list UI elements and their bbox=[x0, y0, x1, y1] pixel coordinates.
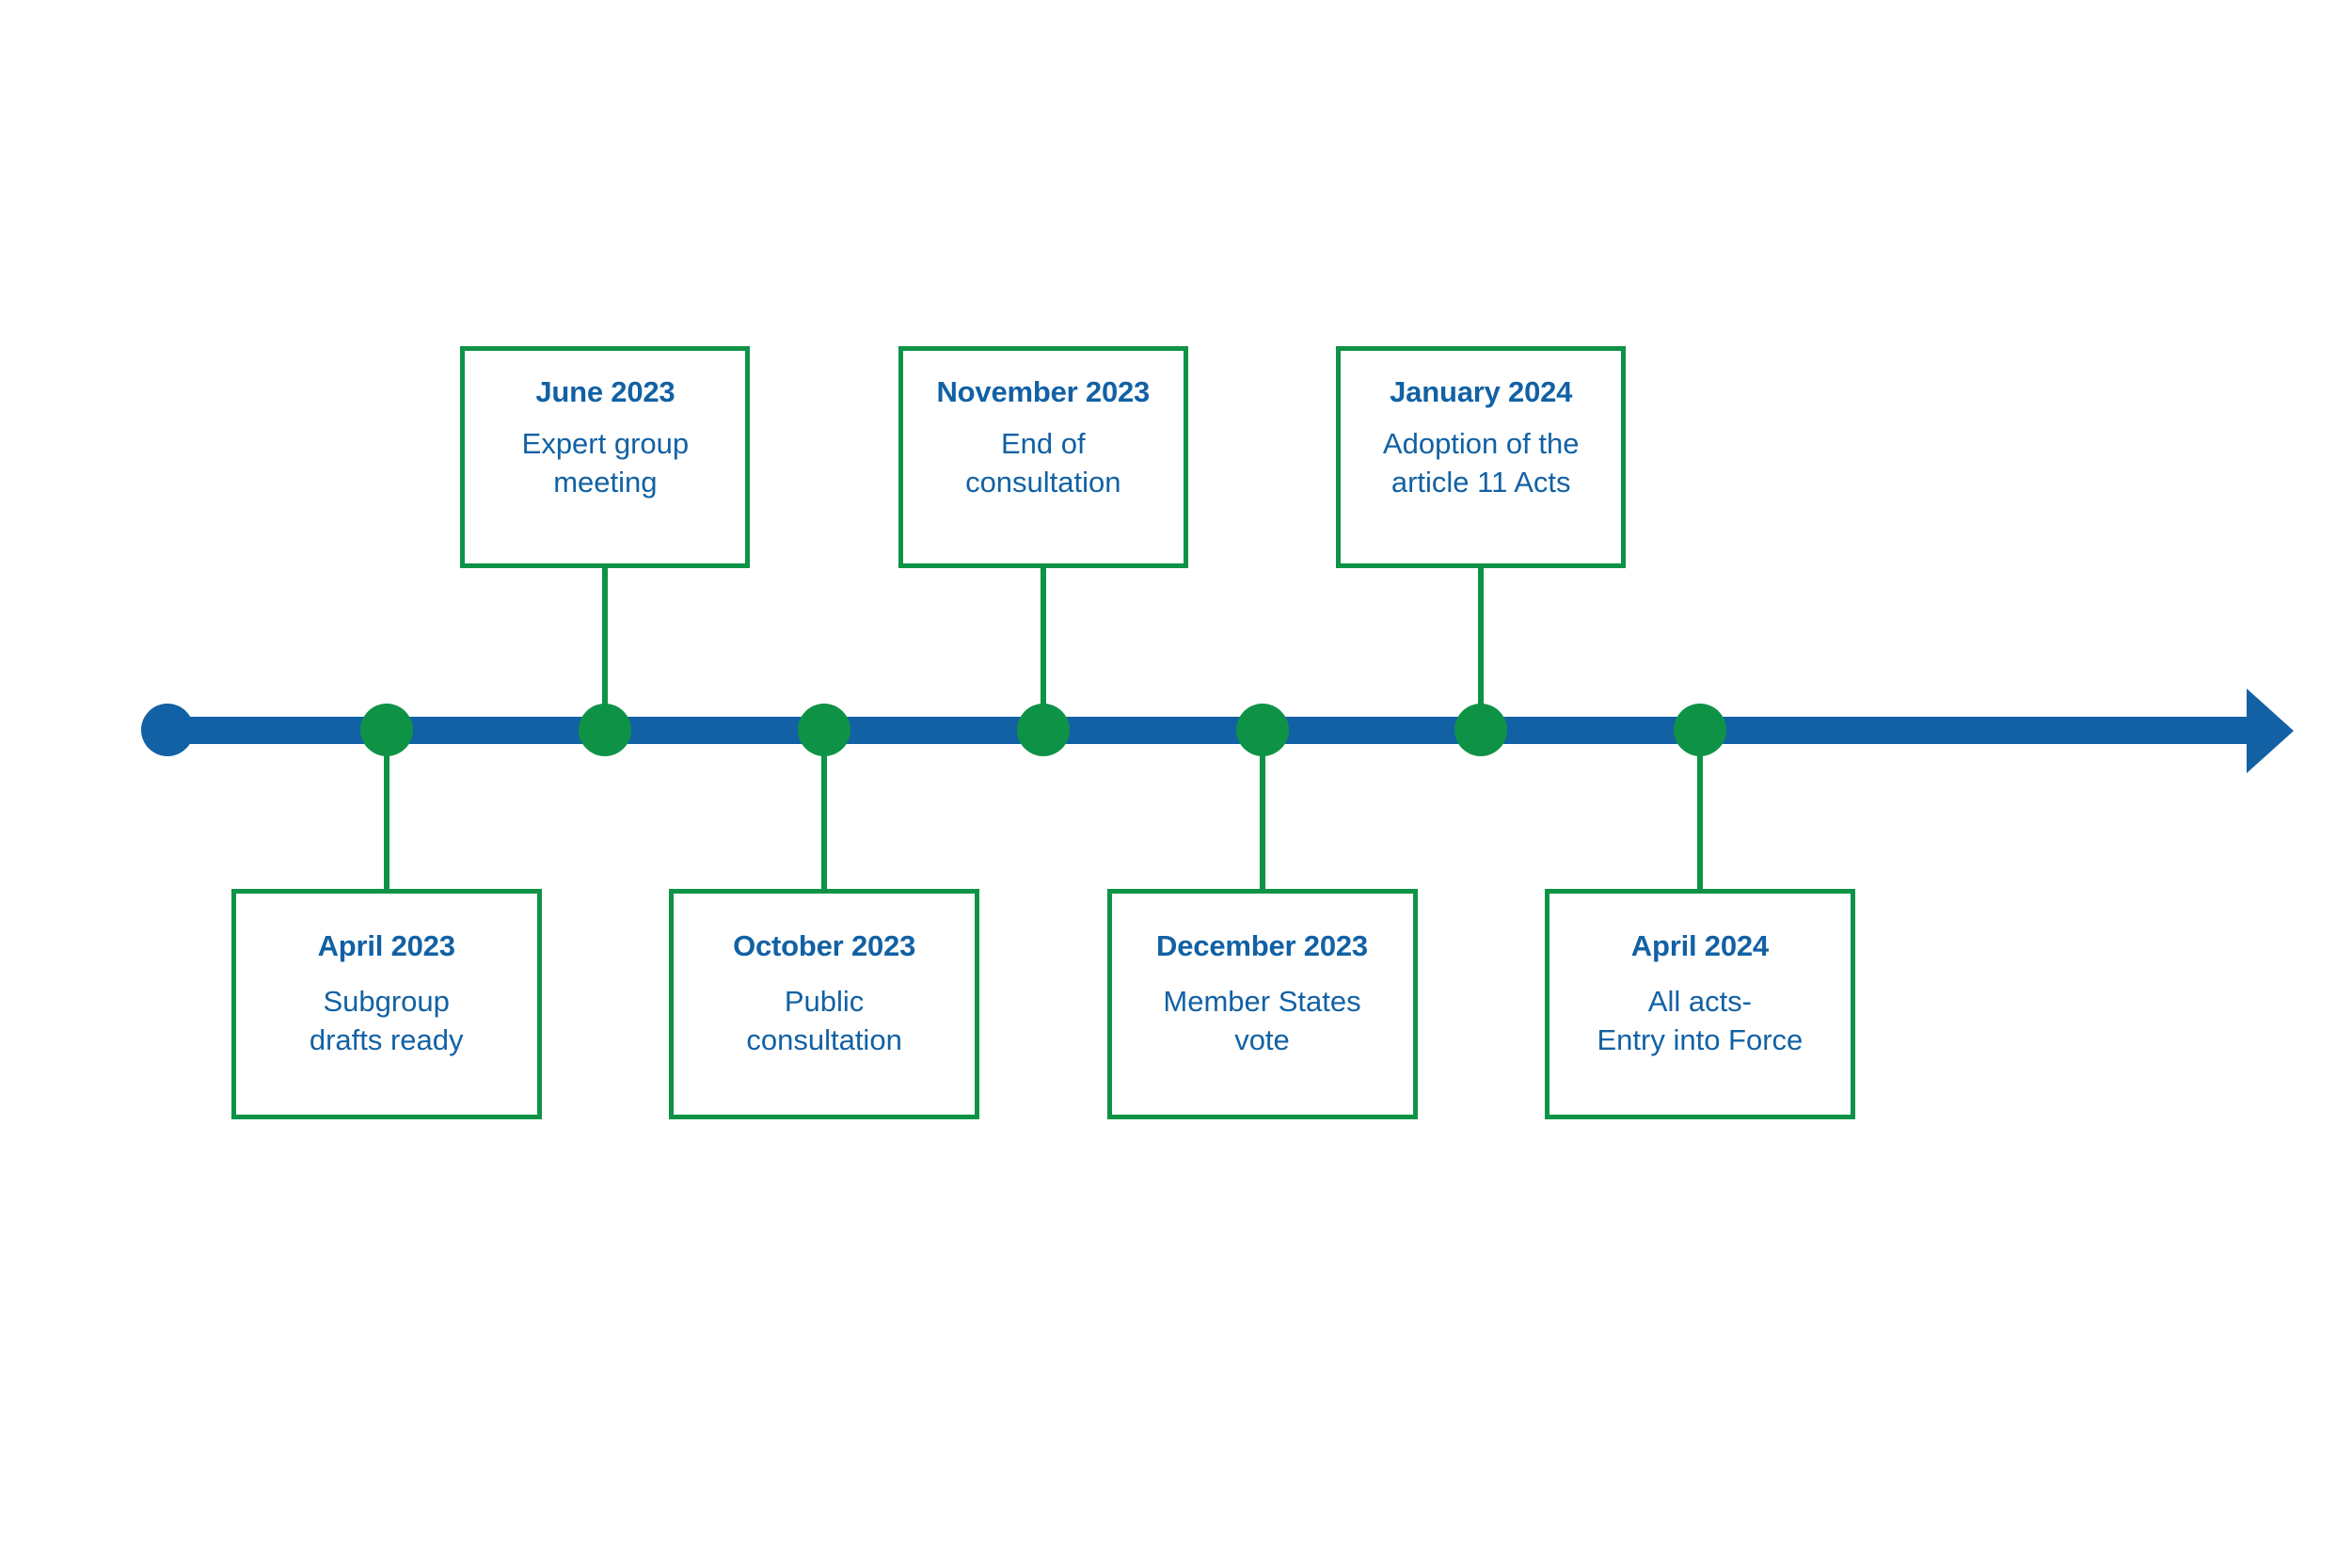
timeline-connector-line bbox=[1478, 568, 1485, 717]
event-description-label: Member States vote bbox=[1163, 984, 1361, 1056]
event-description-label: Public consultation bbox=[746, 984, 902, 1056]
timeline-connector-line bbox=[821, 744, 828, 889]
timeline-connector-line bbox=[1696, 744, 1703, 889]
timeline-connector-line bbox=[1040, 568, 1046, 717]
event-description-label: Adoption of the article 11 Acts bbox=[1382, 426, 1580, 499]
timeline-axis-bar bbox=[155, 717, 2251, 744]
event-date-label: April 2023 bbox=[317, 929, 455, 962]
event-description-label: Expert group meeting bbox=[521, 426, 690, 499]
event-date-label: October 2023 bbox=[733, 929, 916, 962]
event-description-label: Subgroup drafts ready bbox=[309, 984, 464, 1056]
event-date-label: January 2024 bbox=[1390, 375, 1573, 408]
event-date-label: December 2023 bbox=[1156, 929, 1368, 962]
timeline-arrowhead-icon bbox=[2247, 689, 2294, 773]
event-date-label: April 2024 bbox=[1630, 929, 1769, 962]
timeline-connector-line bbox=[1259, 744, 1265, 889]
event-date-label: June 2023 bbox=[535, 375, 675, 408]
timeline-connector-line bbox=[602, 568, 609, 717]
event-description-label: End of consultation bbox=[965, 426, 1121, 499]
event-date-label: November 2023 bbox=[936, 375, 1151, 408]
event-description-label: All acts- Entry into Force bbox=[1597, 984, 1804, 1056]
timeline-start-dot bbox=[141, 704, 194, 756]
timeline-connector-line bbox=[383, 744, 389, 889]
